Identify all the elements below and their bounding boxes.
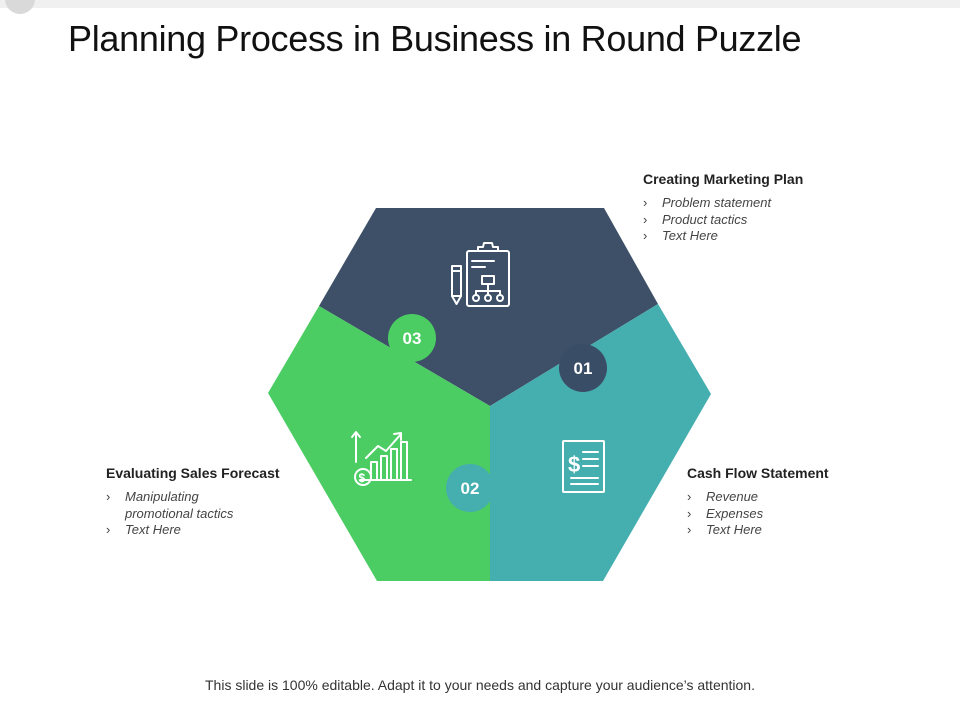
clipboard-flowchart-icon <box>451 242 510 307</box>
list-item: ›Expenses <box>687 505 764 521</box>
list-item: ›Problem statement <box>643 195 772 210</box>
corner-dot <box>5 0 35 14</box>
svg-text:$: $ <box>359 471 366 485</box>
cash-flow-block: Cash Flow Statement ›Revenue ›Expenses ›… <box>687 465 907 539</box>
svg-text:$: $ <box>568 452 580 477</box>
sales-forecast-block: Evaluating Sales Forecast ›Manipulating … <box>106 465 296 539</box>
badge-03: 03 <box>388 314 436 362</box>
badge-02: 02 <box>446 464 494 512</box>
dollar-document-icon: $ <box>562 440 605 493</box>
sales-growth-chart-icon: $ <box>351 431 412 486</box>
footer-note: This slide is 100% editable. Adapt it to… <box>205 677 755 693</box>
marketing-plan-list: ›Problem statement ›Product tactics ›Tex… <box>643 195 873 245</box>
badge-03-label: 03 <box>403 329 422 348</box>
segment-teal <box>490 304 711 581</box>
sales-forecast-heading: Evaluating Sales Forecast <box>106 465 280 481</box>
marketing-plan-heading: Creating Marketing Plan <box>643 171 804 187</box>
badge-02-label: 02 <box>461 479 480 498</box>
marketing-plan-block: Creating Marketing Plan ›Problem stateme… <box>643 171 873 245</box>
list-item: ›Product tactics <box>643 211 748 227</box>
list-item: ›Text Here <box>687 522 762 537</box>
list-item: ›Manipulating promotional tactics <box>106 489 234 521</box>
badge-01: 01 <box>559 344 607 392</box>
list-item: ›Text Here <box>106 522 181 537</box>
sales-forecast-list: ›Manipulating promotional tactics ›Text … <box>106 489 296 539</box>
top-bar <box>0 0 960 8</box>
cash-flow-heading: Cash Flow Statement <box>687 465 829 481</box>
segment-green <box>268 306 490 581</box>
list-item: ›Text Here <box>643 228 718 243</box>
badge-01-label: 01 <box>574 359 593 378</box>
cash-flow-list: ›Revenue ›Expenses ›Text Here <box>687 489 907 539</box>
slide-title: Planning Process in Business in Round Pu… <box>68 18 802 59</box>
list-item: ›Revenue <box>687 489 759 504</box>
